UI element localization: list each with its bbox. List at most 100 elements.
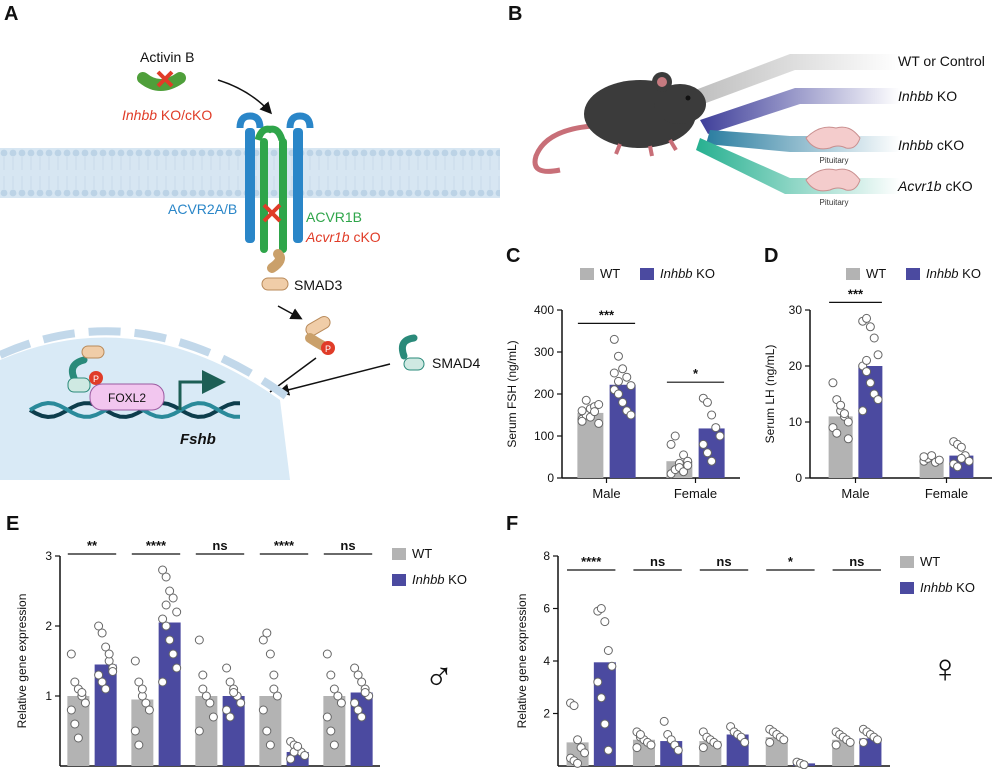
significance-label: **	[87, 538, 98, 553]
data-point	[831, 740, 841, 750]
data-point	[618, 397, 628, 407]
data-point	[73, 733, 83, 743]
data-point	[360, 688, 370, 697]
data-point	[336, 698, 346, 708]
data-point	[609, 334, 619, 344]
binding-arrow	[217, 79, 273, 115]
data-point	[679, 450, 689, 460]
data-point	[964, 456, 974, 466]
foxl2-complex: P FOXL2	[67, 345, 165, 411]
data-point	[596, 693, 606, 703]
data-point	[683, 460, 693, 470]
data-point	[613, 351, 623, 361]
data-point	[626, 381, 636, 391]
data-point	[603, 745, 613, 755]
data-point	[194, 635, 204, 645]
legend-wt-label: WT	[412, 546, 432, 561]
data-point	[172, 663, 182, 673]
bar-ko	[158, 622, 181, 766]
data-point	[66, 649, 76, 659]
significance-label: ns	[716, 554, 731, 569]
receptor-complex	[236, 112, 314, 253]
data-point	[357, 677, 367, 687]
data-point	[158, 614, 168, 624]
legend-ko-swatch	[640, 268, 654, 280]
data-point	[198, 670, 208, 680]
data-point	[613, 376, 623, 386]
data-point	[865, 378, 875, 388]
data-point	[712, 740, 722, 750]
x-tick-label: Male	[841, 486, 869, 500]
data-point	[80, 698, 90, 708]
data-point	[707, 456, 717, 466]
significance-label: ns	[212, 538, 227, 553]
data-point	[862, 355, 872, 365]
data-point	[577, 406, 587, 416]
legend-wt-label: WT	[866, 266, 886, 281]
data-point	[66, 705, 76, 715]
data-point	[828, 378, 838, 388]
legend-ko-label: Inhbb KO	[660, 266, 715, 281]
data-point	[622, 372, 632, 382]
significance-label: ****	[274, 538, 295, 553]
data-point	[858, 737, 868, 747]
data-point	[130, 656, 140, 666]
smad4-arrow	[277, 363, 391, 396]
significance-label: ns	[849, 554, 864, 569]
legend-ko-label: Inhbb KO	[412, 572, 467, 587]
y-tick-label: 400	[534, 303, 554, 317]
data-point	[77, 688, 87, 697]
y-tick-label: 8	[543, 549, 550, 563]
data-point	[845, 737, 855, 747]
legend-wt-swatch	[900, 556, 914, 568]
data-point	[839, 409, 849, 419]
legend-wt-swatch	[392, 548, 406, 560]
smad3-arrow	[277, 305, 303, 320]
line-inhbb-cko: Inhbb cKO	[898, 137, 964, 153]
data-point	[581, 395, 591, 405]
panel-label: D	[764, 245, 778, 267]
transcription-arrow	[178, 370, 226, 410]
data-point	[350, 698, 360, 708]
y-axis-label: Serum LH (ng/mL)	[763, 345, 777, 444]
data-point	[205, 698, 215, 708]
data-point	[659, 716, 669, 726]
y-tick-label: 0	[547, 471, 554, 485]
data-point	[70, 719, 80, 729]
data-point	[229, 688, 239, 697]
data-point	[843, 417, 853, 427]
data-point	[594, 418, 604, 428]
data-point	[198, 684, 208, 694]
data-point	[632, 743, 642, 753]
y-tick-label: 300	[534, 345, 554, 359]
acvr2-label: ACVR2A/B	[168, 201, 237, 217]
significance-label: ****	[146, 538, 167, 553]
data-point	[94, 621, 104, 631]
y-tick-label: 1	[45, 689, 52, 703]
phospho-smad3: P	[305, 316, 335, 355]
y-tick-label: 2	[543, 707, 550, 721]
acvr1b-label: ACVR1B	[306, 209, 362, 225]
data-point	[222, 705, 232, 715]
data-point	[326, 726, 336, 736]
data-point	[603, 646, 613, 655]
data-point	[322, 712, 332, 722]
mouse-illustration	[532, 72, 706, 174]
data-point	[707, 410, 717, 420]
smad3-label: SMAD3	[294, 277, 342, 293]
legend-ko-label: Inhbb KO	[926, 266, 981, 281]
y-tick-label: 3	[45, 549, 52, 563]
y-axis-label: Relative gene expression	[15, 594, 29, 729]
data-point	[201, 691, 211, 701]
data-point	[711, 423, 721, 433]
data-point	[272, 691, 282, 701]
panel-b: B Pituitary Pituitary WT or Control Inhb…	[508, 3, 985, 207]
data-point	[262, 628, 272, 638]
data-point	[194, 726, 204, 736]
data-point	[679, 467, 689, 477]
data-point	[165, 586, 175, 596]
data-point	[141, 698, 151, 708]
data-point	[101, 684, 111, 694]
